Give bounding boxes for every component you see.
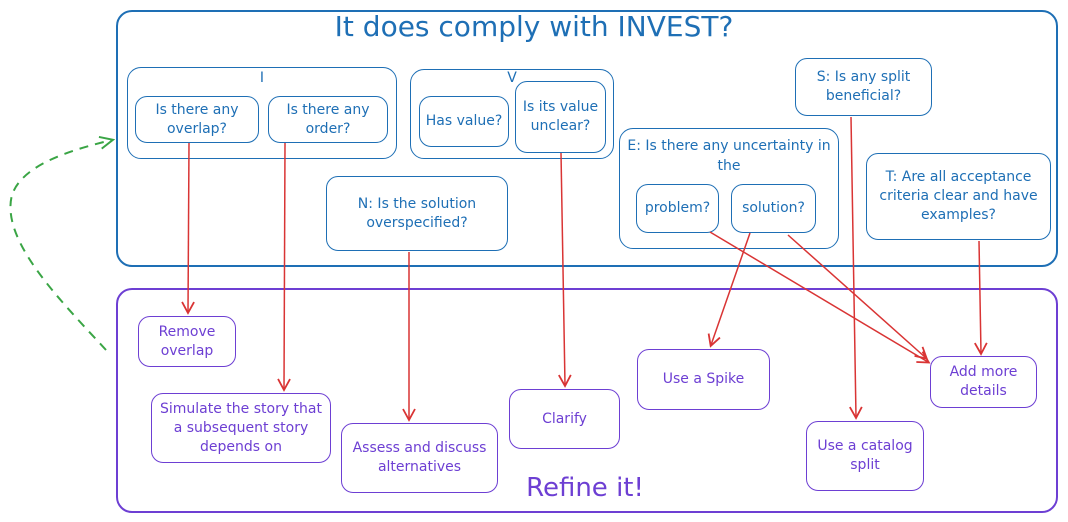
valuable-label: V	[507, 70, 517, 86]
estimable-label: E: Is there any uncertainty in the	[627, 138, 831, 174]
assess-alternatives-action: Assess and discuss alternatives	[341, 423, 498, 493]
simulate-story-action: Simulate the story that a subsequent sto…	[151, 393, 331, 463]
catalog-split-action: Use a catalog split	[806, 421, 924, 491]
refine-frame	[116, 288, 1058, 513]
independent-group	[127, 67, 397, 159]
invest-check-frame	[116, 10, 1058, 267]
problem-question: problem?	[636, 184, 719, 233]
valuable-group	[410, 69, 614, 159]
value-unclear-question: Is its value unclear?	[515, 81, 606, 153]
order-question: Is there any order?	[268, 96, 388, 143]
solution-question: solution?	[731, 184, 816, 233]
remove-overlap-action: Remove overlap	[138, 316, 236, 367]
testable-question: T: Are all acceptance criteria clear and…	[866, 153, 1051, 240]
refine-title: Refine it!	[526, 473, 644, 503]
independent-label: I	[259, 70, 265, 86]
add-details-action: Add more details	[930, 356, 1037, 408]
overlap-question: Is there any overlap?	[135, 96, 259, 143]
negotiable-question: N: Is the solution overspecified?	[326, 176, 508, 251]
use-spike-action: Use a Spike	[637, 349, 770, 410]
diagram-title: It does comply with INVEST?	[334, 10, 734, 43]
loop-back-arrow	[9, 140, 112, 351]
has-value-question: Has value?	[419, 96, 509, 147]
clarify-action: Clarify	[509, 389, 620, 449]
small-question: S: Is any split beneficial?	[795, 58, 932, 116]
